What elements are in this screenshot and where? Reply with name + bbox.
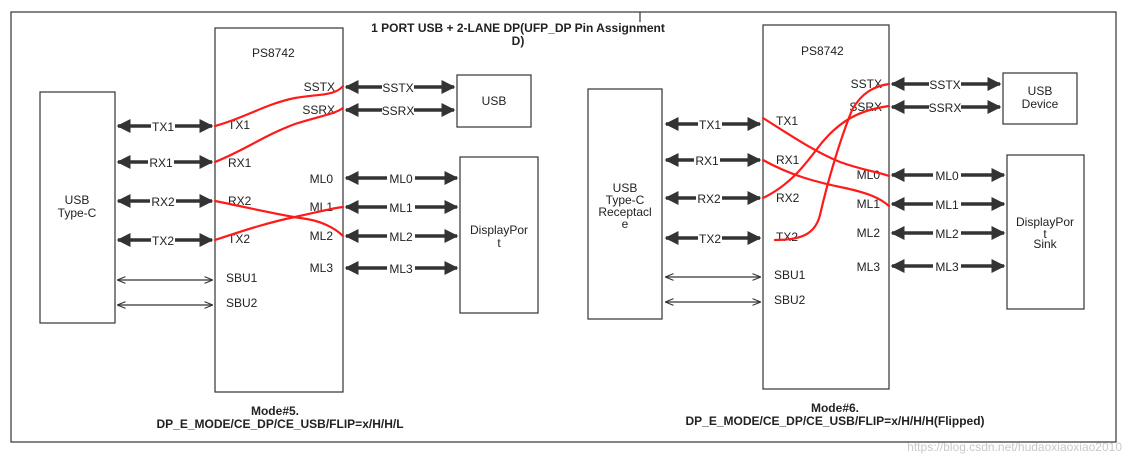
right-arrow-ml2: ML2 — [935, 227, 959, 241]
left-dp-label-2: t — [497, 236, 501, 250]
left-route-tx1-sstx — [213, 84, 345, 128]
right-displayport-sink-box — [1006, 154, 1085, 310]
left-arrow-rx2: RX2 — [151, 195, 175, 209]
right-dp-label-3: Sink — [1033, 237, 1057, 251]
watermark: https://blog.csdn.net/hudaoxiaoxiao2010 — [907, 440, 1122, 454]
right-connector-label-4: e — [622, 217, 629, 231]
right-usb-device-label-2: Device — [1022, 97, 1059, 111]
right-ps8742-chip — [762, 24, 890, 390]
right-usb-device-box — [1002, 72, 1078, 125]
left-usb-box — [456, 74, 532, 128]
right-pin-ml3: ML3 — [857, 260, 881, 274]
right-arrow-ssrx: SSRX — [929, 101, 962, 115]
right-usb-typec-receptacle — [587, 88, 663, 320]
left-arrow-tx1: TX1 — [152, 120, 174, 134]
right-pin-tx2: TX2 — [776, 230, 798, 244]
right-pin-rx2: RX2 — [776, 191, 800, 205]
right-route-rx1-ml1 — [761, 158, 891, 208]
right-pin-sbu1: SBU1 — [774, 268, 806, 282]
right-arrow-rx1: RX1 — [695, 154, 719, 168]
left-displayport-box — [459, 156, 539, 314]
left-connector-label-1: USB — [65, 193, 90, 207]
left-pin-rx1: RX1 — [228, 156, 252, 170]
right-arrow-sstx: SSTX — [929, 78, 960, 92]
left-pin-tx1: TX1 — [228, 118, 250, 132]
left-arrow-ml3: ML3 — [389, 262, 413, 276]
left-arrow-ml1: ML1 — [389, 201, 413, 215]
title-line1: 1 PORT USB + 2-LANE DP(UFP_DP Pin Assign… — [371, 21, 665, 35]
left-usb-box-label: USB — [482, 94, 507, 108]
left-arrow-ml2: ML2 — [389, 230, 413, 244]
right-arrow-ml0: ML0 — [935, 169, 959, 183]
right-pin-sstx: SSTX — [851, 77, 882, 91]
right-pin-rx1: RX1 — [776, 153, 800, 167]
left-route-tx2-ml1 — [213, 205, 345, 242]
right-pin-tx1: TX1 — [776, 114, 798, 128]
left-pin-ml0: ML0 — [310, 172, 334, 186]
right-dp-label-1: DisplayPor — [1016, 215, 1074, 229]
right-arrow-tx2: TX2 — [699, 232, 721, 246]
outer-frame — [10, 11, 1117, 443]
left-arrow-ml0: ML0 — [389, 172, 413, 186]
left-arrow-rx1: RX1 — [149, 156, 173, 170]
left-route-rx1-ssrx — [213, 106, 345, 164]
left-route-rx2-ml2 — [213, 199, 345, 238]
left-connector-label-2: Type-C — [58, 206, 97, 220]
right-pin-ml2: ML2 — [857, 226, 881, 240]
right-arrow-ml1: ML1 — [935, 198, 959, 212]
right-route-tx1-ml0 — [761, 116, 891, 178]
left-usb-typec-connector — [39, 91, 116, 324]
right-dp-label-2: t — [1043, 227, 1047, 241]
left-pin-ml3: ML3 — [310, 261, 334, 275]
right-usb-device-label-1: USB — [1028, 84, 1053, 98]
left-arrow-ssrx: SSRX — [382, 104, 415, 118]
title-line2: D) — [512, 34, 525, 48]
left-pin-ssrx: SSRX — [302, 103, 335, 117]
left-mode-line2: DP_E_MODE/CE_DP/CE_USB/FLIP=x/H/H/L — [156, 417, 403, 431]
left-pin-sstx: SSTX — [304, 80, 335, 94]
left-pin-sbu2: SBU2 — [226, 296, 258, 310]
right-pin-ml1: ML1 — [857, 197, 881, 211]
right-arrow-tx1: TX1 — [699, 118, 721, 132]
right-mode-line2: DP_E_MODE/CE_DP/CE_USB/FLIP=x/H/H/H(Flip… — [685, 414, 984, 428]
left-pin-tx2: TX2 — [228, 232, 250, 246]
right-connector-label-1: USB — [613, 181, 638, 195]
left-arrow-tx2: TX2 — [152, 234, 174, 248]
left-arrow-sstx: SSTX — [382, 81, 413, 95]
right-connector-label-3: Receptacl — [598, 205, 651, 219]
left-dp-label-1: DisplayPor — [470, 223, 528, 237]
left-chip-label: PS8742 — [252, 46, 295, 60]
right-mode-line1: Mode#6. — [811, 401, 859, 415]
right-diagram: USB Type-C Receptacl e PS8742 USB Device… — [587, 24, 1085, 428]
right-arrow-rx2: RX2 — [697, 192, 721, 206]
left-pin-ml2: ML2 — [310, 229, 334, 243]
left-pin-sbu1: SBU1 — [226, 271, 258, 285]
right-route-tx2-sstx — [773, 82, 891, 242]
right-pin-sbu2: SBU2 — [774, 293, 806, 307]
right-chip-label: PS8742 — [801, 44, 844, 58]
left-diagram: USB Type-C PS8742 USB DisplayPor t — [39, 27, 539, 431]
right-route-rx2-ssrx — [761, 104, 891, 200]
right-arrow-ml3: ML3 — [935, 260, 959, 274]
right-connector-label-2: Type-C — [606, 193, 645, 207]
left-mode-line1: Mode#5. — [251, 404, 299, 418]
